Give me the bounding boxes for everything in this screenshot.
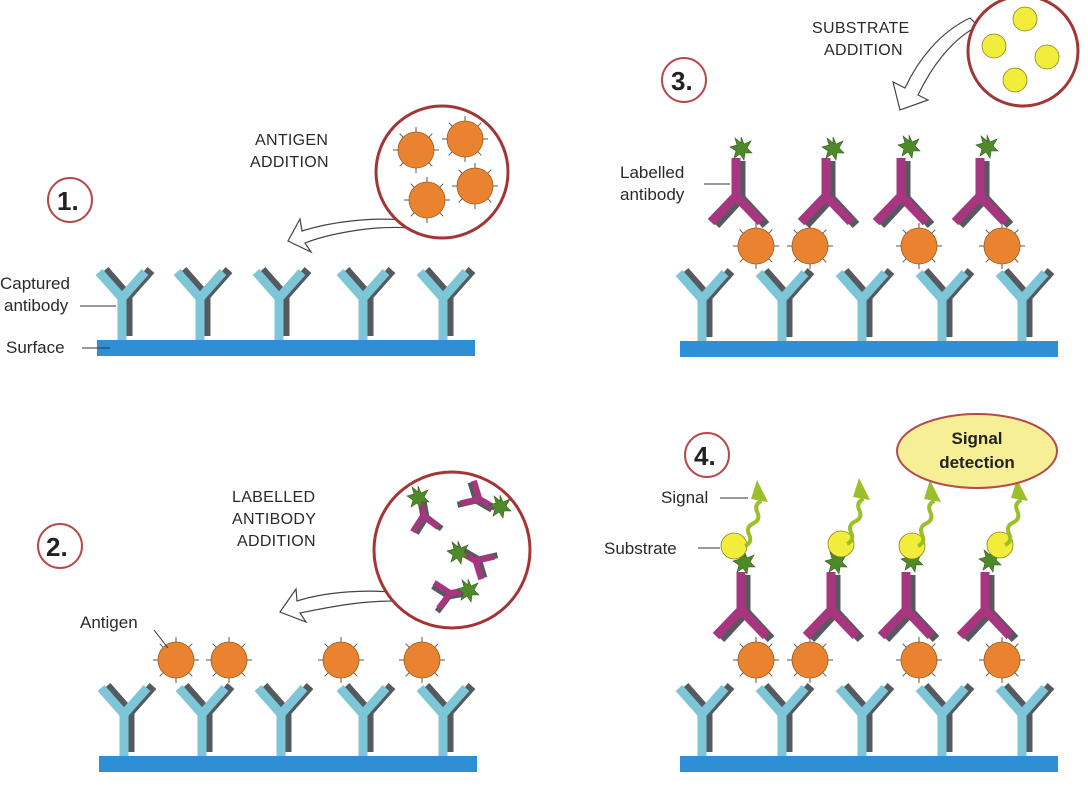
labelled-antibody-sample-circle bbox=[372, 470, 532, 630]
labelled-antibodies bbox=[716, 548, 1015, 639]
labelled-antibody-label: Labelled bbox=[620, 163, 684, 182]
signal-label: Signal bbox=[661, 488, 708, 507]
labelled-antibodies bbox=[711, 134, 1010, 225]
step-caption-line: ADDITION bbox=[237, 533, 316, 550]
bound-antigens bbox=[732, 636, 1026, 684]
capture-antibodies bbox=[679, 271, 1051, 341]
step-caption-line: LABELLED bbox=[232, 489, 315, 506]
substrate-sample-circle bbox=[966, 0, 1080, 108]
capture-antibodies bbox=[679, 686, 1051, 756]
step-caption-line: ADDITION bbox=[824, 42, 903, 59]
captured-antibody-label: Captured bbox=[0, 274, 70, 293]
surface-plate bbox=[680, 756, 1058, 772]
addition-arrow bbox=[279, 587, 412, 624]
panel-step-1: 1. ANTIGEN ADDITION Captured antibody Su… bbox=[0, 104, 510, 357]
surface-label: Surface bbox=[6, 338, 65, 357]
surface-plate bbox=[680, 341, 1058, 357]
addition-arrow bbox=[892, 17, 980, 111]
step-caption-line: SUBSTRATE bbox=[812, 20, 910, 37]
step-caption-line: ANTIGEN bbox=[255, 132, 328, 149]
bound-antigens bbox=[152, 636, 446, 684]
step-caption-line: ANTIBODY bbox=[232, 511, 316, 528]
antigen-label: Antigen bbox=[80, 613, 138, 632]
panel-step-3: 3. Labelled antibody SUBSTRATE ADDITION bbox=[620, 0, 1080, 357]
labelled-antibody-label: antibody bbox=[620, 185, 685, 204]
panel-step-2: 2. Antigen LABELLED ANTIBODY ADDITION bbox=[37, 470, 532, 772]
substrate-label: Substrate bbox=[604, 539, 677, 558]
step-number-ring bbox=[37, 523, 83, 569]
bound-antigens bbox=[732, 222, 1026, 270]
addition-arrow bbox=[287, 217, 412, 254]
antigen-sample-circle bbox=[374, 104, 510, 240]
step-number-ring bbox=[47, 177, 93, 223]
surface-plate bbox=[99, 756, 477, 772]
panel-step-4: 4. Signal Substrate Signal detection bbox=[604, 413, 1058, 772]
signal-detection-label: detection bbox=[939, 453, 1015, 472]
capture-antibodies bbox=[99, 270, 472, 340]
step-number-ring bbox=[661, 57, 707, 103]
surface-plate bbox=[97, 340, 475, 356]
substrate-molecules bbox=[720, 530, 1014, 560]
leader-line bbox=[153, 629, 169, 649]
step-number: 2. bbox=[46, 532, 68, 562]
captured-antibody-label: antibody bbox=[4, 296, 69, 315]
step-number-ring bbox=[684, 432, 730, 478]
step-caption-line: ADDITION bbox=[250, 154, 329, 171]
signal-detection-label: Signal bbox=[951, 429, 1002, 448]
signal-detection-bubble: Signal detection bbox=[896, 413, 1058, 489]
step-number: 3. bbox=[671, 66, 693, 96]
capture-antibodies bbox=[101, 686, 472, 756]
step-number: 1. bbox=[57, 186, 79, 216]
step-number: 4. bbox=[694, 441, 716, 471]
